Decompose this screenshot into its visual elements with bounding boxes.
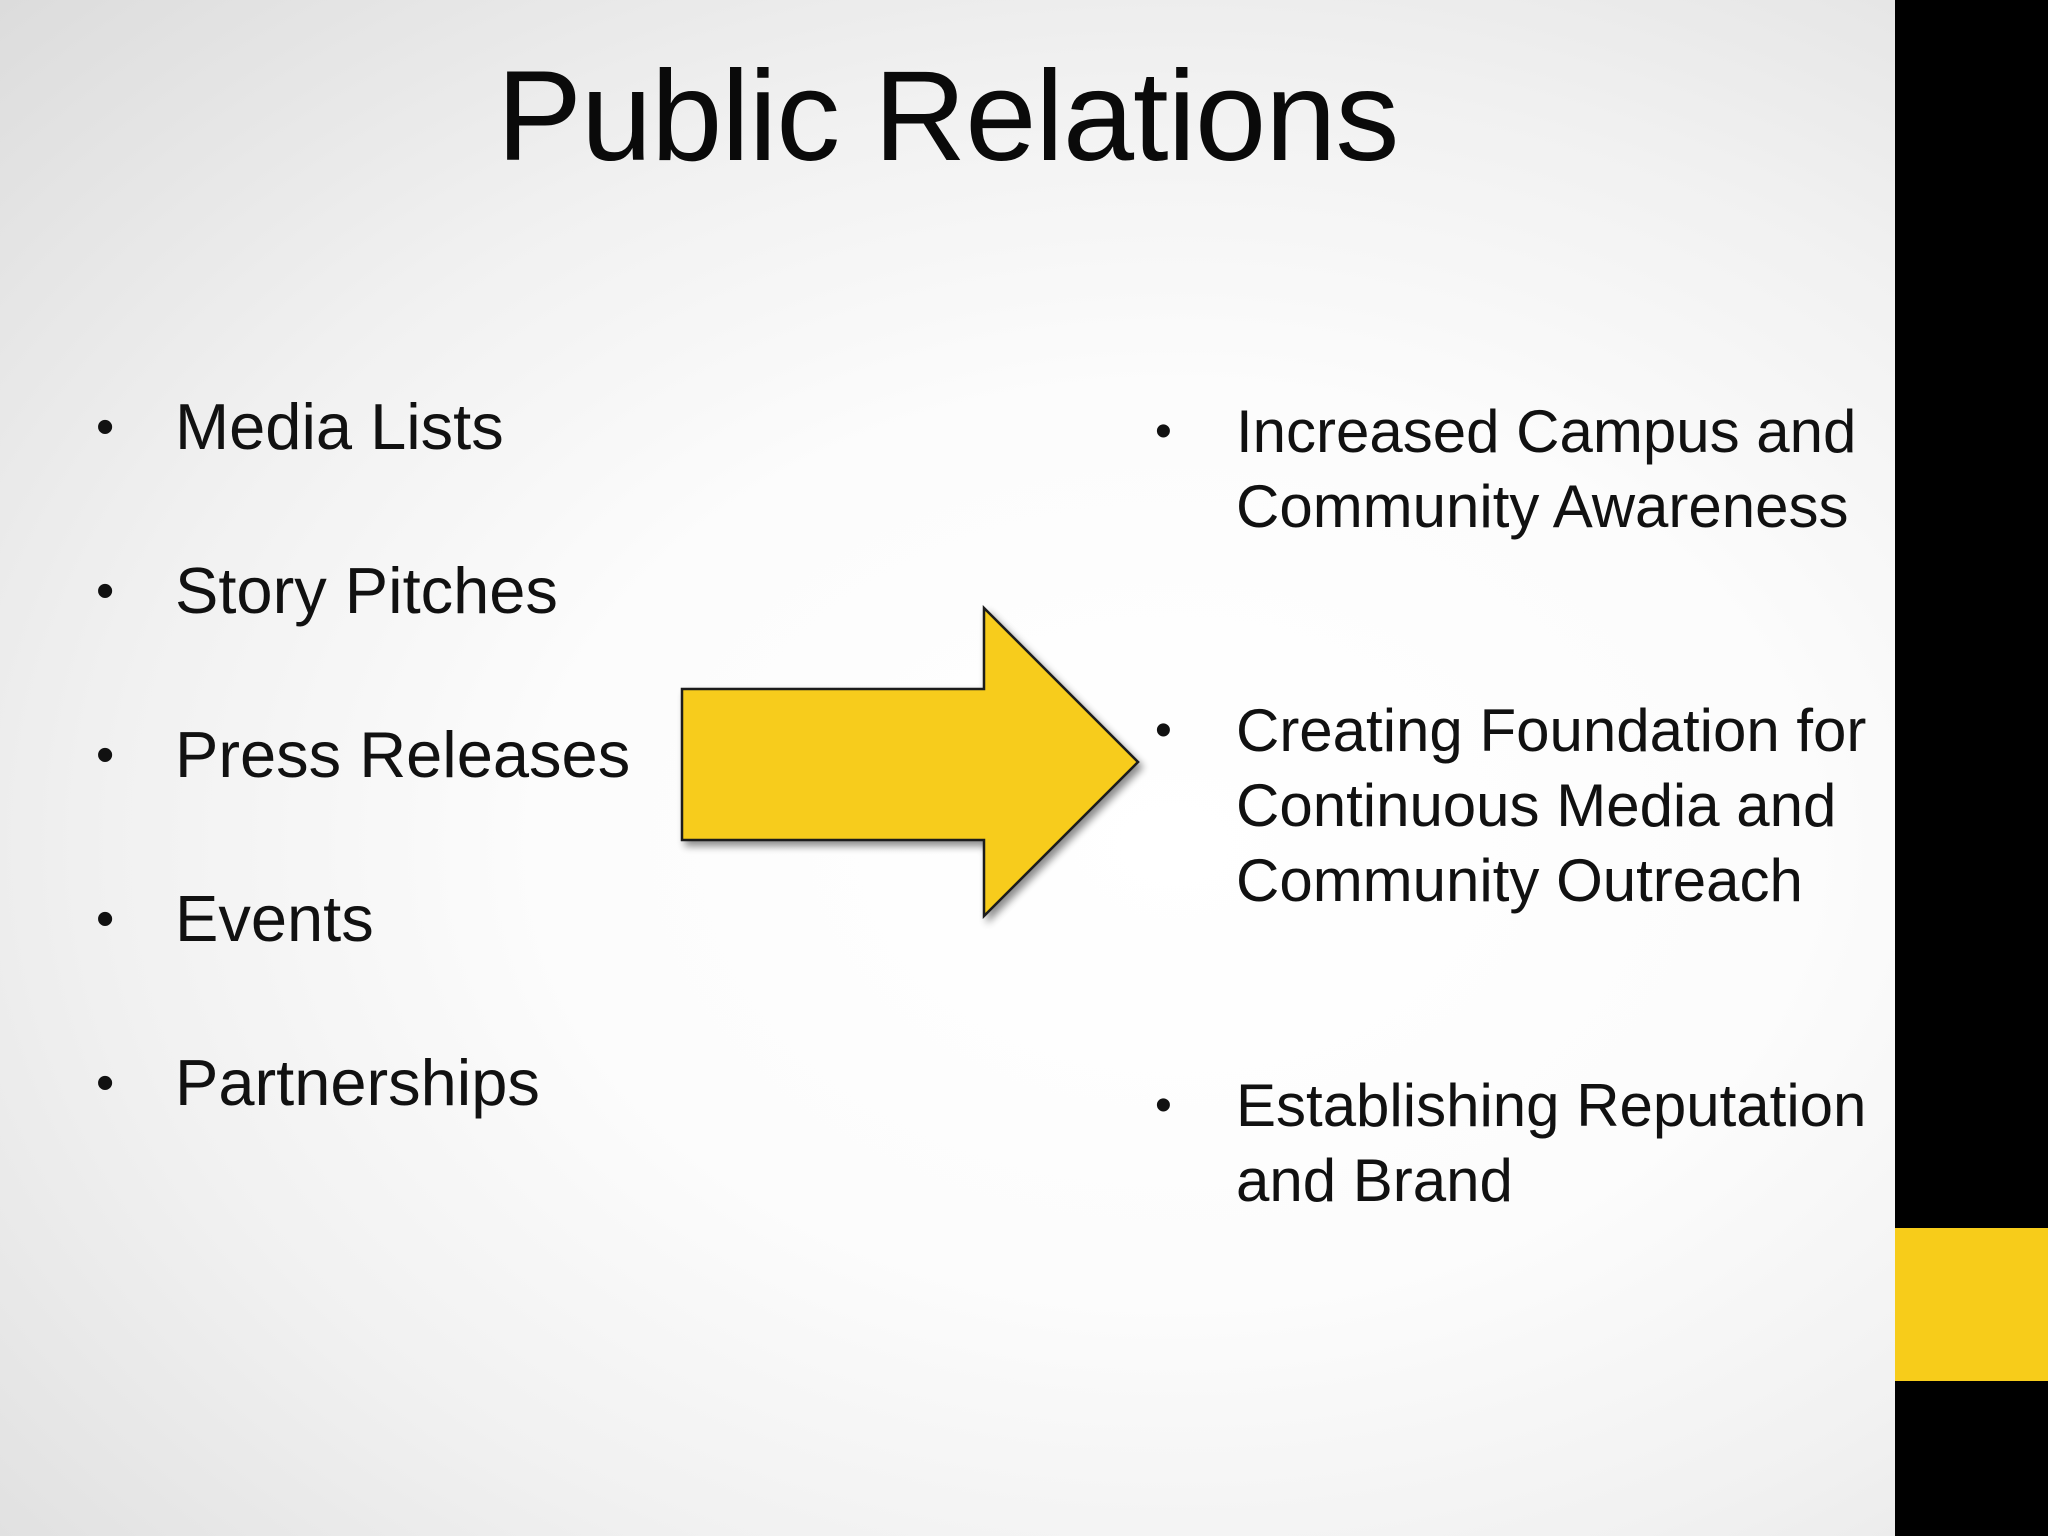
bullet-icon: • [96,726,115,784]
bullet-icon: • [1155,1079,1172,1132]
sidebar-accent-block [1895,1228,2048,1381]
right-list-item-text: Increased Campus and Community Awareness [1236,398,1857,540]
bullet-icon: • [1155,405,1172,458]
left-list-item-text: Media Lists [175,390,504,463]
bullet-icon: • [96,398,115,456]
bullet-icon: • [96,562,115,620]
left-list-item-text: Press Releases [175,718,631,791]
bullet-icon: • [96,890,115,948]
right-list-item-text: Creating Foundation for Continuous Media… [1236,697,1867,914]
left-list-item-text: Story Pitches [175,554,558,627]
left-list-item-text: Partnerships [175,1046,540,1119]
bullet-icon: • [96,1054,115,1112]
slide-title: Public Relations [496,45,1400,188]
arrow-shape [680,604,1140,920]
left-list-item-text: Events [175,882,374,955]
right-list-item-text: Establishing Reputation and Brand [1236,1072,1867,1214]
right-arrow-icon [680,604,1140,920]
bullet-icon: • [1155,704,1172,757]
